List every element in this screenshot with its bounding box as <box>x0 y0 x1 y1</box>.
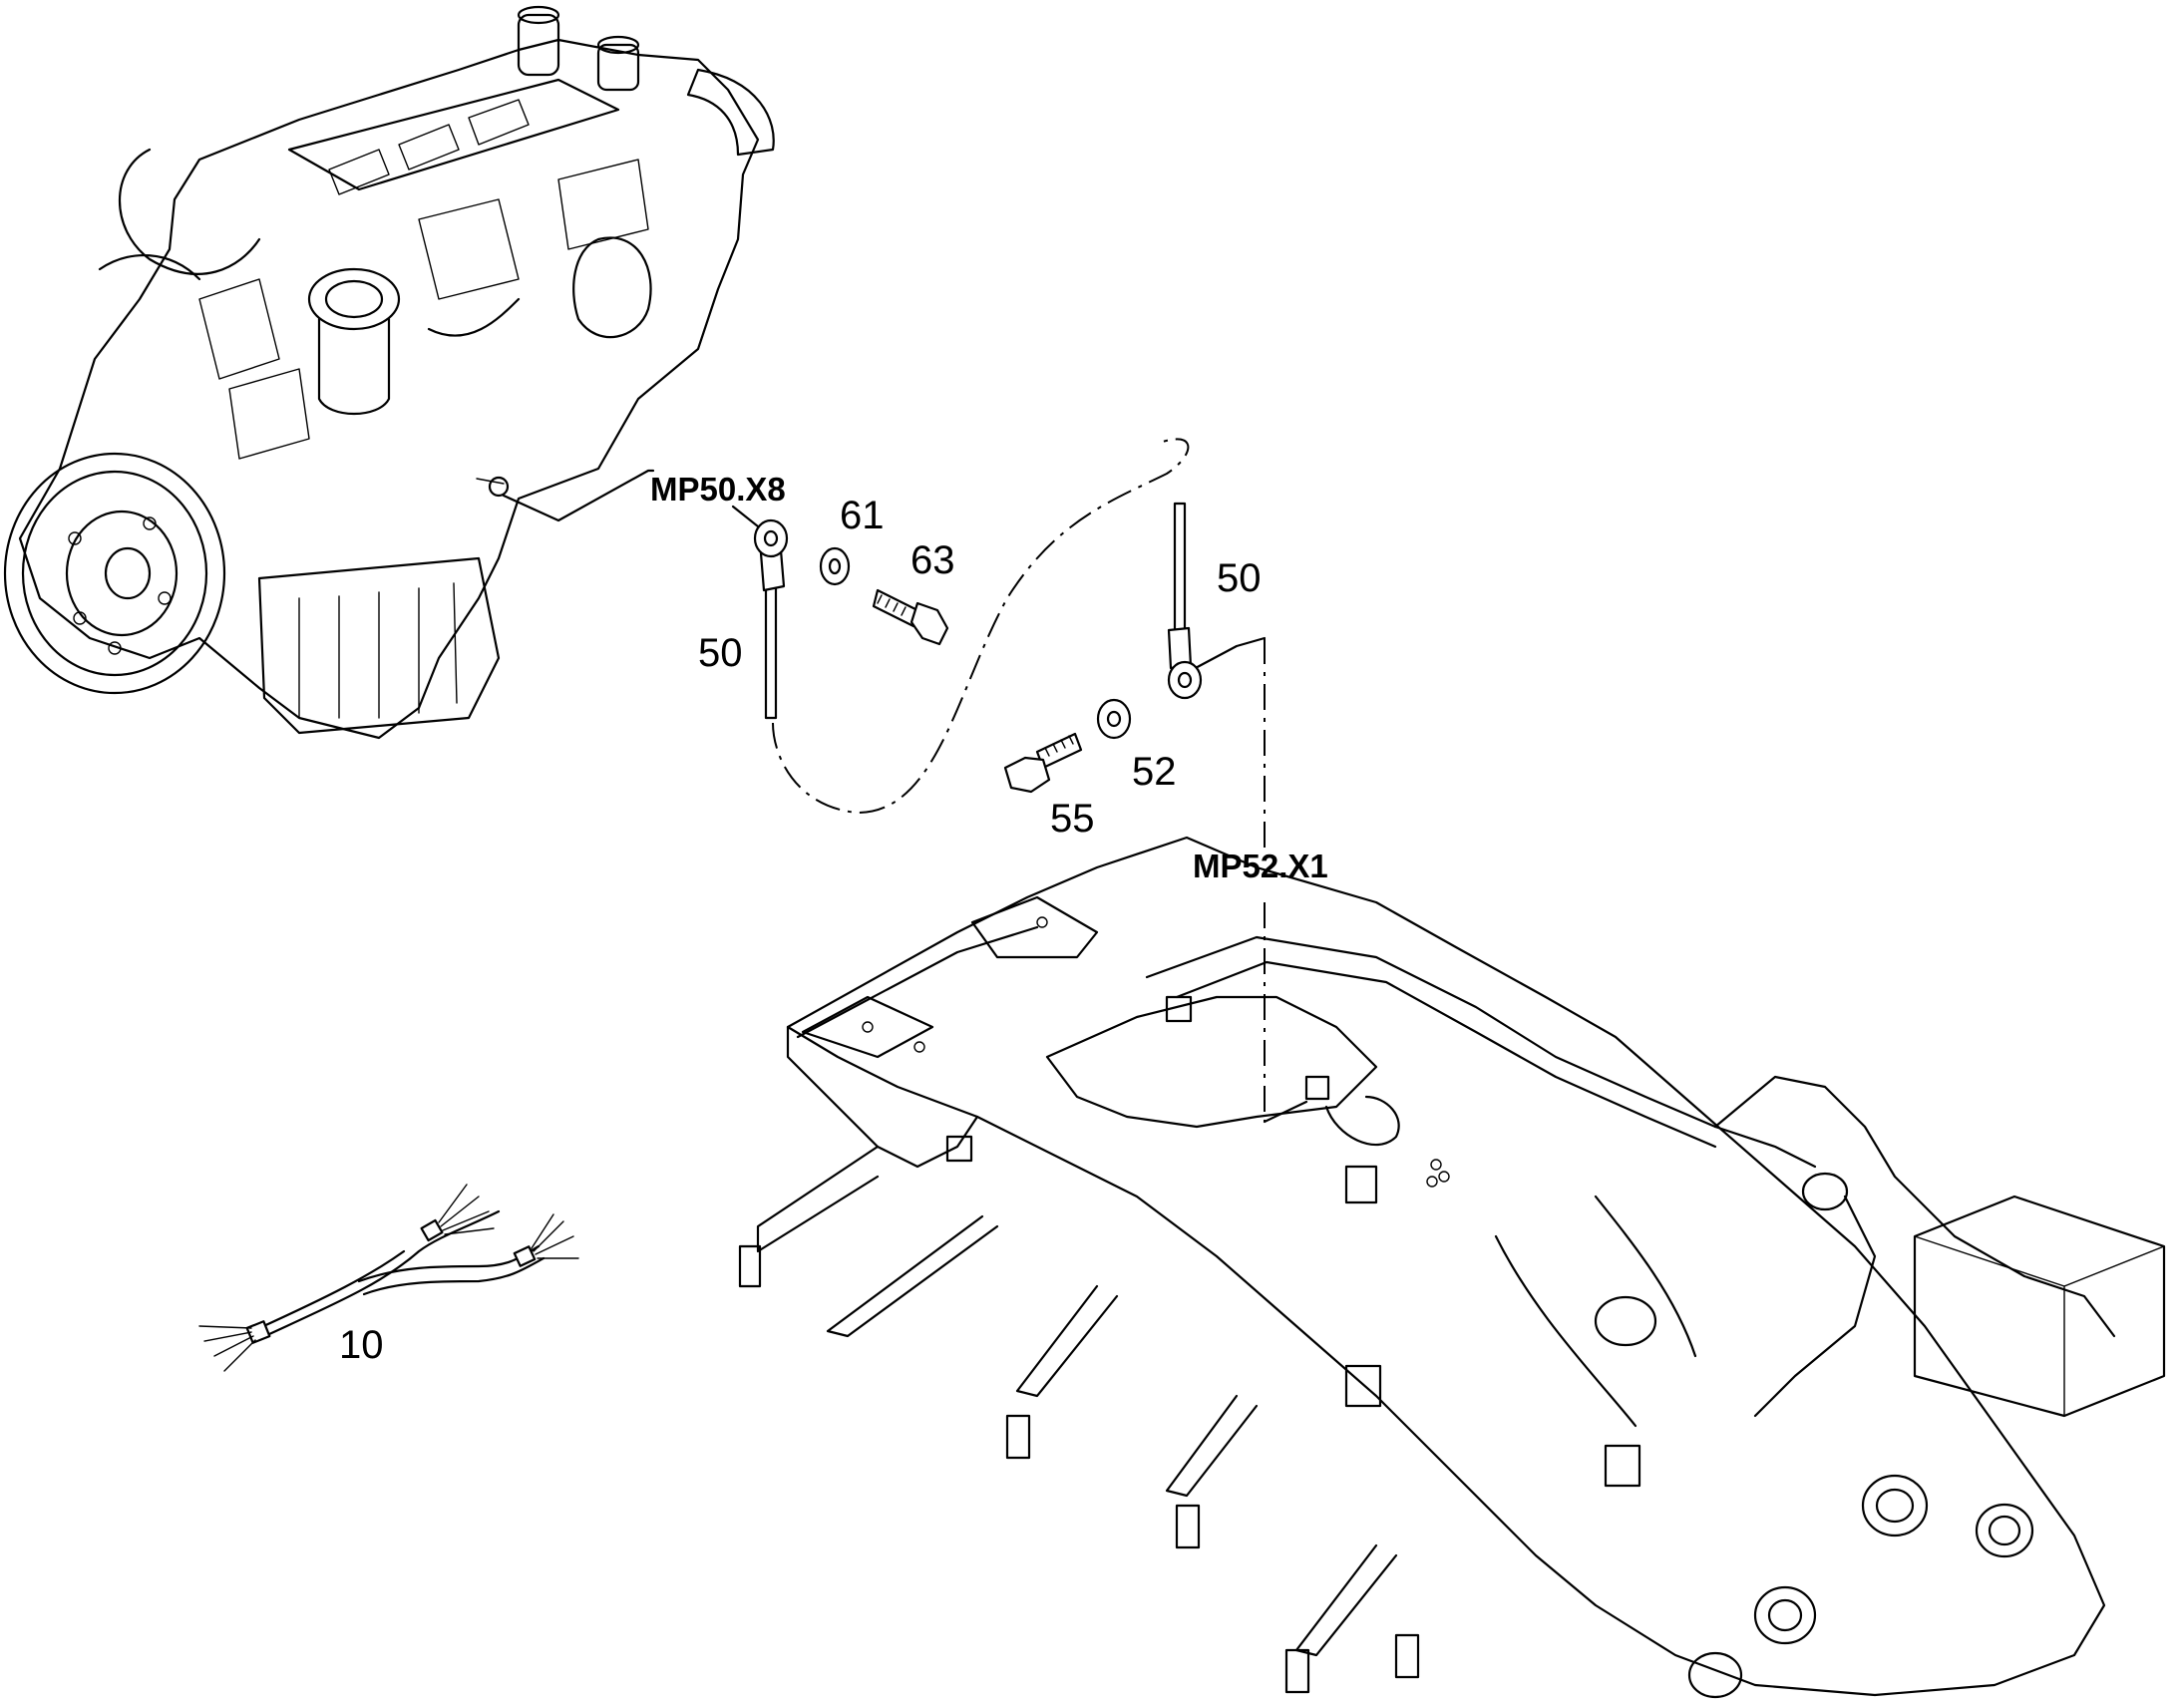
machine-frame <box>738 836 2166 1699</box>
ground-cable-right <box>1167 502 1203 700</box>
callout-61: 61 <box>840 494 885 537</box>
bolt-63 <box>872 588 949 646</box>
washer-52 <box>1096 698 1132 740</box>
callout-52: 52 <box>1132 750 1177 794</box>
callout-55: 55 <box>1050 797 1095 841</box>
callout-10: 10 <box>339 1323 384 1367</box>
callout-50-right: 50 <box>1217 556 1262 600</box>
ground-cable-left <box>753 518 789 720</box>
bolt-55 <box>1003 732 1083 794</box>
washer-61 <box>819 546 851 586</box>
callout-50-left: 50 <box>698 631 743 675</box>
wiring-harness <box>198 1184 579 1372</box>
labels: MP50.X8 MP52.X1 61 63 50 50 52 55 10 <box>339 471 1328 1367</box>
connector-label-engine: MP50.X8 <box>650 471 786 508</box>
connection-lines <box>502 438 1308 1124</box>
callout-63: 63 <box>910 538 955 582</box>
connector-label-frame: MP52.X1 <box>1193 848 1328 884</box>
engine-illustration <box>3 5 775 740</box>
